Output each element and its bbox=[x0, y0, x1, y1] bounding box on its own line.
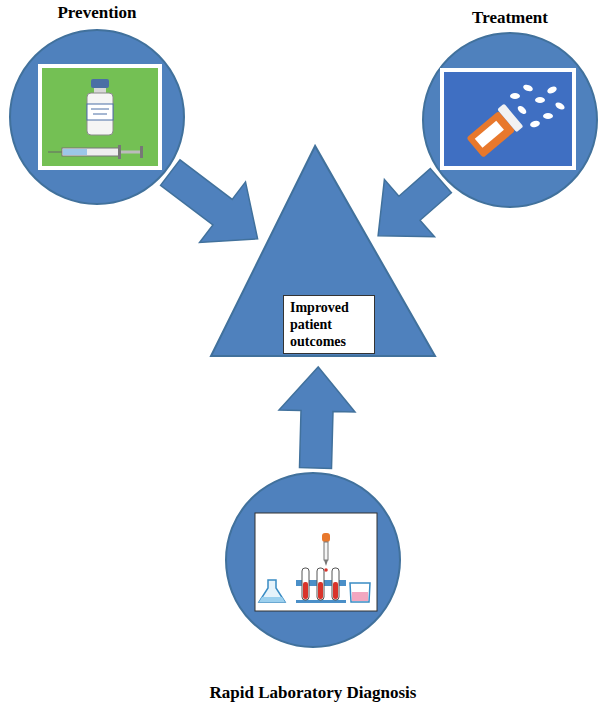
circle-node: Treatment bbox=[422, 32, 598, 208]
circle-node: Rapid Laboratory Diagnosis bbox=[225, 472, 401, 648]
circle-outline bbox=[9, 29, 185, 205]
block-arrow bbox=[161, 160, 258, 243]
circle-outline bbox=[422, 32, 598, 208]
laboratory-illustration bbox=[255, 513, 377, 611]
node-heading: Rapid Laboratory Diagnosis bbox=[165, 683, 461, 703]
block-arrow bbox=[279, 367, 355, 469]
circle-outline bbox=[225, 472, 401, 648]
node-heading: Prevention bbox=[0, 3, 245, 23]
outcome-label: Improved patient outcomes bbox=[283, 295, 375, 354]
medication-illustration bbox=[440, 68, 576, 170]
block-arrow bbox=[378, 169, 451, 237]
vaccine-illustration bbox=[38, 64, 162, 170]
circle-node: Prevention bbox=[9, 29, 185, 205]
node-heading: Treatment bbox=[362, 8, 598, 28]
triangle-node: Improved patient outcomes bbox=[210, 145, 436, 357]
